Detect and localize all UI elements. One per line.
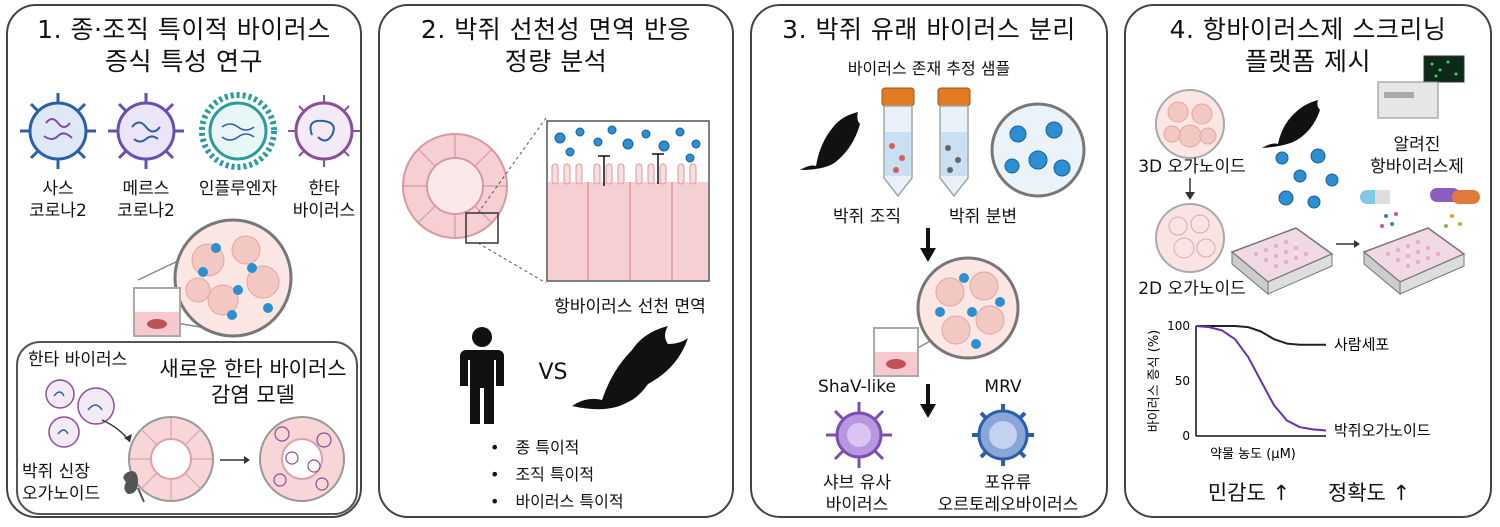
human-icon — [460, 327, 504, 424]
organoid-2d-label: 2D 오가노이드 — [1138, 279, 1246, 299]
y-tick-label: 0 — [1182, 429, 1190, 443]
culture-well-icon — [133, 287, 181, 337]
vs-label: VS — [538, 360, 568, 385]
isolation-culture-icon — [873, 256, 1020, 377]
specificity-list: 종 특이적 조직 특이적 바이러스 특이적 — [490, 434, 624, 515]
sample-tube-feces-icon — [937, 87, 971, 198]
right-arrow-icon — [220, 456, 250, 464]
sars-cov2-icon — [20, 93, 96, 169]
bat-silhouette-icon — [800, 112, 860, 170]
capsules-icon — [1360, 188, 1480, 228]
mrv-virus-icon — [972, 404, 1034, 466]
bullet-virus: 바이러스 특이적 — [490, 488, 623, 515]
down-arrow-icon-2 — [920, 384, 936, 418]
organoid-3d-label: 3D 오가노이드 — [1138, 157, 1246, 177]
panel-bat-virus-isolation: 3. 박쥐 유래 바이러스 분리 바이러스 존재 추정 샘플 박쥐 조직 박쥐 … — [750, 4, 1108, 518]
infected-cells-magnifier — [137, 218, 293, 338]
kidney-icon — [123, 471, 145, 503]
zoom-lines — [477, 117, 547, 284]
well-plate-left-icon — [1230, 227, 1334, 296]
hanta-virus-cluster — [45, 379, 115, 448]
sample-tube-tissue-icon — [881, 87, 915, 198]
infected-organoid-icon — [259, 416, 345, 502]
mrv-code-label: MRV — [984, 377, 1022, 397]
hanta-model-box — [16, 341, 358, 515]
shav-virus-icon — [826, 402, 892, 468]
series-label-0: 사람세포 — [1334, 336, 1389, 354]
bat-small-icon — [1262, 100, 1320, 148]
virus-label-influenza: 인플루엔자 — [198, 179, 278, 199]
panel3-title: 3. 박쥐 유래 바이러스 분리 — [782, 15, 1076, 44]
virus-particles-icon — [1275, 148, 1339, 209]
bullet-species: 종 특이적 — [490, 434, 624, 461]
x-axis-label: 약물 농도 (μM) — [1210, 447, 1296, 462]
epithelium-zoom-icon — [546, 120, 710, 282]
screening-instrument-icon — [1377, 55, 1465, 119]
right-arrow-icon-2 — [1336, 240, 1360, 248]
innate-immunity-label: 항바이러스 선천 면역 — [554, 297, 706, 317]
bat-tissue-label: 박쥐 조직 — [833, 207, 901, 227]
well-plate-right-icon — [1362, 227, 1466, 296]
series-label-1: 박쥐오가노이드 — [1334, 422, 1431, 440]
bullet-tissue: 조직 특이적 — [490, 461, 624, 488]
series-line-0 — [1196, 325, 1326, 346]
kidney-organoid-icon — [128, 416, 214, 502]
organoid-3d-icon — [1155, 89, 1225, 159]
down-small-arrow-icon — [1185, 178, 1195, 200]
organoid-cross-section-icon — [402, 133, 508, 244]
down-arrow-icon — [920, 228, 936, 262]
hantavirus-icon — [288, 95, 360, 167]
virus-zoom-circle-icon — [990, 102, 1086, 198]
mers-cov-icon — [108, 93, 184, 169]
series-line-1 — [1195, 325, 1327, 432]
bat-feces-label: 박쥐 분변 — [949, 207, 1017, 227]
y-tick-label: 100 — [1167, 319, 1190, 333]
hanta-virus-label: 한타 바이러스 — [28, 350, 128, 370]
organoid-2d-icon — [1155, 203, 1225, 273]
sensitivity-label: 민감도 ↑ — [1207, 481, 1291, 505]
y-tick-label: 50 — [1175, 374, 1190, 388]
influenza-icon — [199, 92, 277, 170]
arrow-icon — [101, 419, 132, 443]
shav-code-label: ShaV-like — [818, 377, 896, 397]
sample-label: 바이러스 존재 추정 샘플 — [847, 59, 1011, 78]
bat-icon — [572, 326, 688, 410]
y-axis-label: 바이러스 증식 (%) — [1147, 330, 1162, 433]
accuracy-label: 정확도 ↑ — [1327, 481, 1411, 505]
